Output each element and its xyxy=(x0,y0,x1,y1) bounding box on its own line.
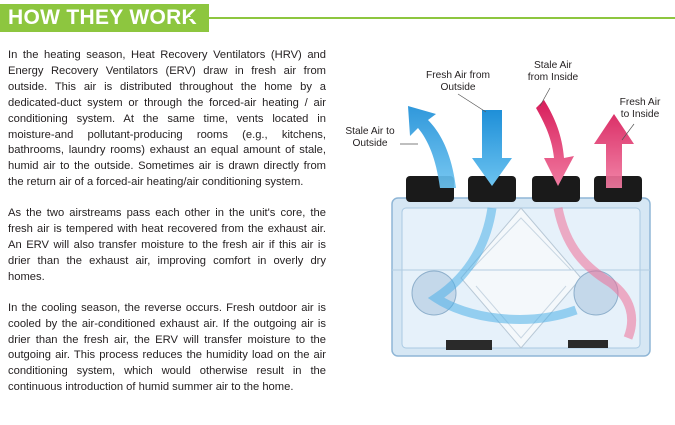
stale-to-outside-arrow xyxy=(408,106,456,188)
label-stale-air-from-inside: Stale Air from Inside xyxy=(514,60,592,84)
paragraph-heating-season: In the heating season, Heat Recovery Ven… xyxy=(8,49,326,189)
fresh-from-outside-arrow xyxy=(472,110,512,186)
section-title: HOW THEY WORK xyxy=(0,4,210,32)
label-stale-air-to-outside-text: Stale Air to Outside xyxy=(345,126,395,149)
label-fresh-air-to-inside: Fresh Air to Inside xyxy=(607,97,673,121)
fresh-air-flow xyxy=(427,207,578,324)
paragraph-core-exchange: As the two airstreams pass each other in… xyxy=(8,207,326,283)
label-stale-air-from-inside-text: Stale Air from Inside xyxy=(527,60,579,83)
unit-body xyxy=(391,176,651,357)
stale-air-flow xyxy=(553,207,637,340)
stale-from-inside-arrow xyxy=(536,100,574,186)
paragraph-cooling-season: In the cooling season, the reverse occur… xyxy=(8,301,326,394)
section-header: HOW THEY WORK xyxy=(0,0,675,34)
fresh-to-inside-arrow xyxy=(594,114,634,188)
label-fresh-air-from-outside-text: Fresh Air from Outside xyxy=(426,70,490,93)
ventilator-illustration xyxy=(391,87,651,357)
label-stale-air-to-outside: Stale Air to Outside xyxy=(336,126,404,150)
label-fresh-air-to-inside-text: Fresh Air to Inside xyxy=(619,97,661,120)
ventilator-diagram: Fresh Air from Outside Stale Air from In… xyxy=(336,48,675,425)
label-fresh-air-from-outside: Fresh Air from Outside xyxy=(413,70,503,94)
body-text: In the heating season, Heat Recovery Ven… xyxy=(8,48,326,411)
header-divider xyxy=(188,17,675,19)
